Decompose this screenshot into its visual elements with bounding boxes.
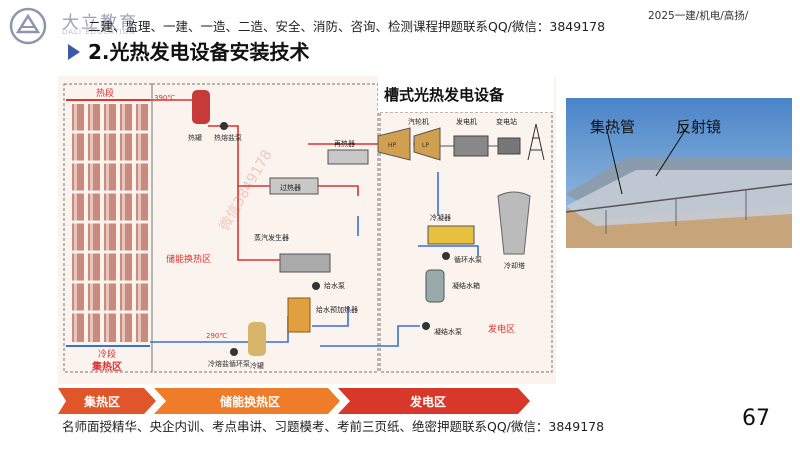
cooling-tower	[497, 191, 531, 255]
hot-tank-label: 热罐	[188, 133, 202, 142]
logo-icon	[9, 7, 47, 45]
page-number: 67	[742, 406, 770, 431]
condenser-label: 冷凝器	[430, 213, 451, 222]
storage-zone-box	[151, 83, 379, 373]
cold-salt-pump-label: 冷熔盐循环泵	[208, 359, 250, 368]
parabolic-trough-diagram: 槽式光热发电设备 热段 冷段 集热区 390	[58, 76, 556, 384]
turbine-label: 汽轮机	[408, 117, 429, 126]
promo-bottom-line: 名师面授精华、央企内训、考点串讲、习题模考、考前三页纸、绝密押题联系QQ/微信：…	[62, 419, 605, 434]
label-reflector: 反射镜	[676, 118, 722, 136]
hp-label: HP	[388, 142, 397, 149]
circ-pump	[442, 252, 450, 260]
condensate-pump-label: 凝结水泵	[434, 327, 462, 336]
power-zone-label: 发电区	[488, 323, 515, 335]
reheater-label: 再热器	[334, 139, 355, 148]
hot-field-label: 热段	[96, 87, 114, 99]
circ-pump-label: 循环水泵	[454, 255, 482, 264]
title-arrow-icon	[68, 44, 80, 60]
cold-temp-label: 290℃	[206, 332, 227, 340]
generator	[453, 135, 489, 157]
band-collector-label: 集热区	[83, 394, 120, 409]
diagram-heading: 槽式光热发电设备	[384, 86, 505, 104]
band-collector	[58, 388, 156, 414]
band-power-label: 发电区	[409, 394, 446, 409]
steam-generator	[279, 253, 331, 273]
feed-heater-label: 给水预加热器	[316, 305, 358, 314]
hp-turbine	[377, 127, 411, 161]
cold-field-label: 冷段	[98, 348, 116, 360]
cold-salt-pump	[230, 348, 238, 356]
condensate-pump	[422, 322, 430, 330]
cooling-tower-label: 冷却塔	[504, 261, 525, 270]
feed-pump	[312, 282, 320, 290]
lp-turbine	[413, 127, 441, 161]
condensate-tank	[425, 269, 445, 303]
storage-zone-label: 储能换热区	[166, 253, 211, 265]
cold-tank	[248, 322, 266, 356]
transformer-label: 变电站	[496, 117, 517, 126]
tube-pointer	[605, 125, 623, 195]
collector-array	[70, 104, 150, 342]
zone-banner: 集热区 储能换热区 发电区	[58, 388, 530, 414]
superheater	[269, 177, 319, 195]
promo-top-line: 二建、监理、一建、一造、二造、安全、消防、咨询、检测课程押题联系QQ/微信：38…	[88, 19, 606, 34]
lp-label: LP	[422, 142, 429, 149]
collector-zone-label: 集热区	[91, 360, 122, 373]
hot-temp-label: 390℃	[154, 94, 175, 102]
steam-generator-label: 蒸汽发生器	[254, 233, 289, 242]
power-tower	[527, 123, 545, 161]
label-collector-tube: 集热管	[590, 118, 636, 136]
band-storage-label: 储能换热区	[220, 394, 280, 409]
transformer	[497, 137, 521, 155]
cold-tank-label: 冷罐	[250, 361, 264, 370]
band-storage	[154, 388, 340, 414]
condensate-tank-label: 凝结水箱	[452, 281, 480, 290]
reheater	[327, 149, 369, 165]
page-title: 2.光热发电设备安装技术	[88, 40, 310, 64]
superheater-label: 过热器	[280, 183, 301, 192]
hot-salt-pump-label: 热熔盐泵	[214, 133, 242, 142]
band-power	[338, 388, 530, 414]
feed-heater	[287, 297, 311, 333]
heading-box	[378, 76, 554, 112]
brand-name: 大立教育	[62, 13, 138, 33]
generator-label: 发电机	[456, 117, 477, 126]
collector-zone-box	[63, 83, 153, 373]
hot-tank	[192, 90, 210, 124]
mirror-pointer	[655, 125, 689, 177]
condenser	[427, 225, 475, 245]
feed-pump-label: 给水泵	[324, 281, 345, 290]
trough-photo	[566, 98, 792, 248]
brand-subtitle: DALI EDUCATION	[62, 28, 136, 36]
hot-salt-pump	[220, 122, 228, 130]
course-tagline: 2025一建/机电/高扬/	[648, 10, 749, 22]
